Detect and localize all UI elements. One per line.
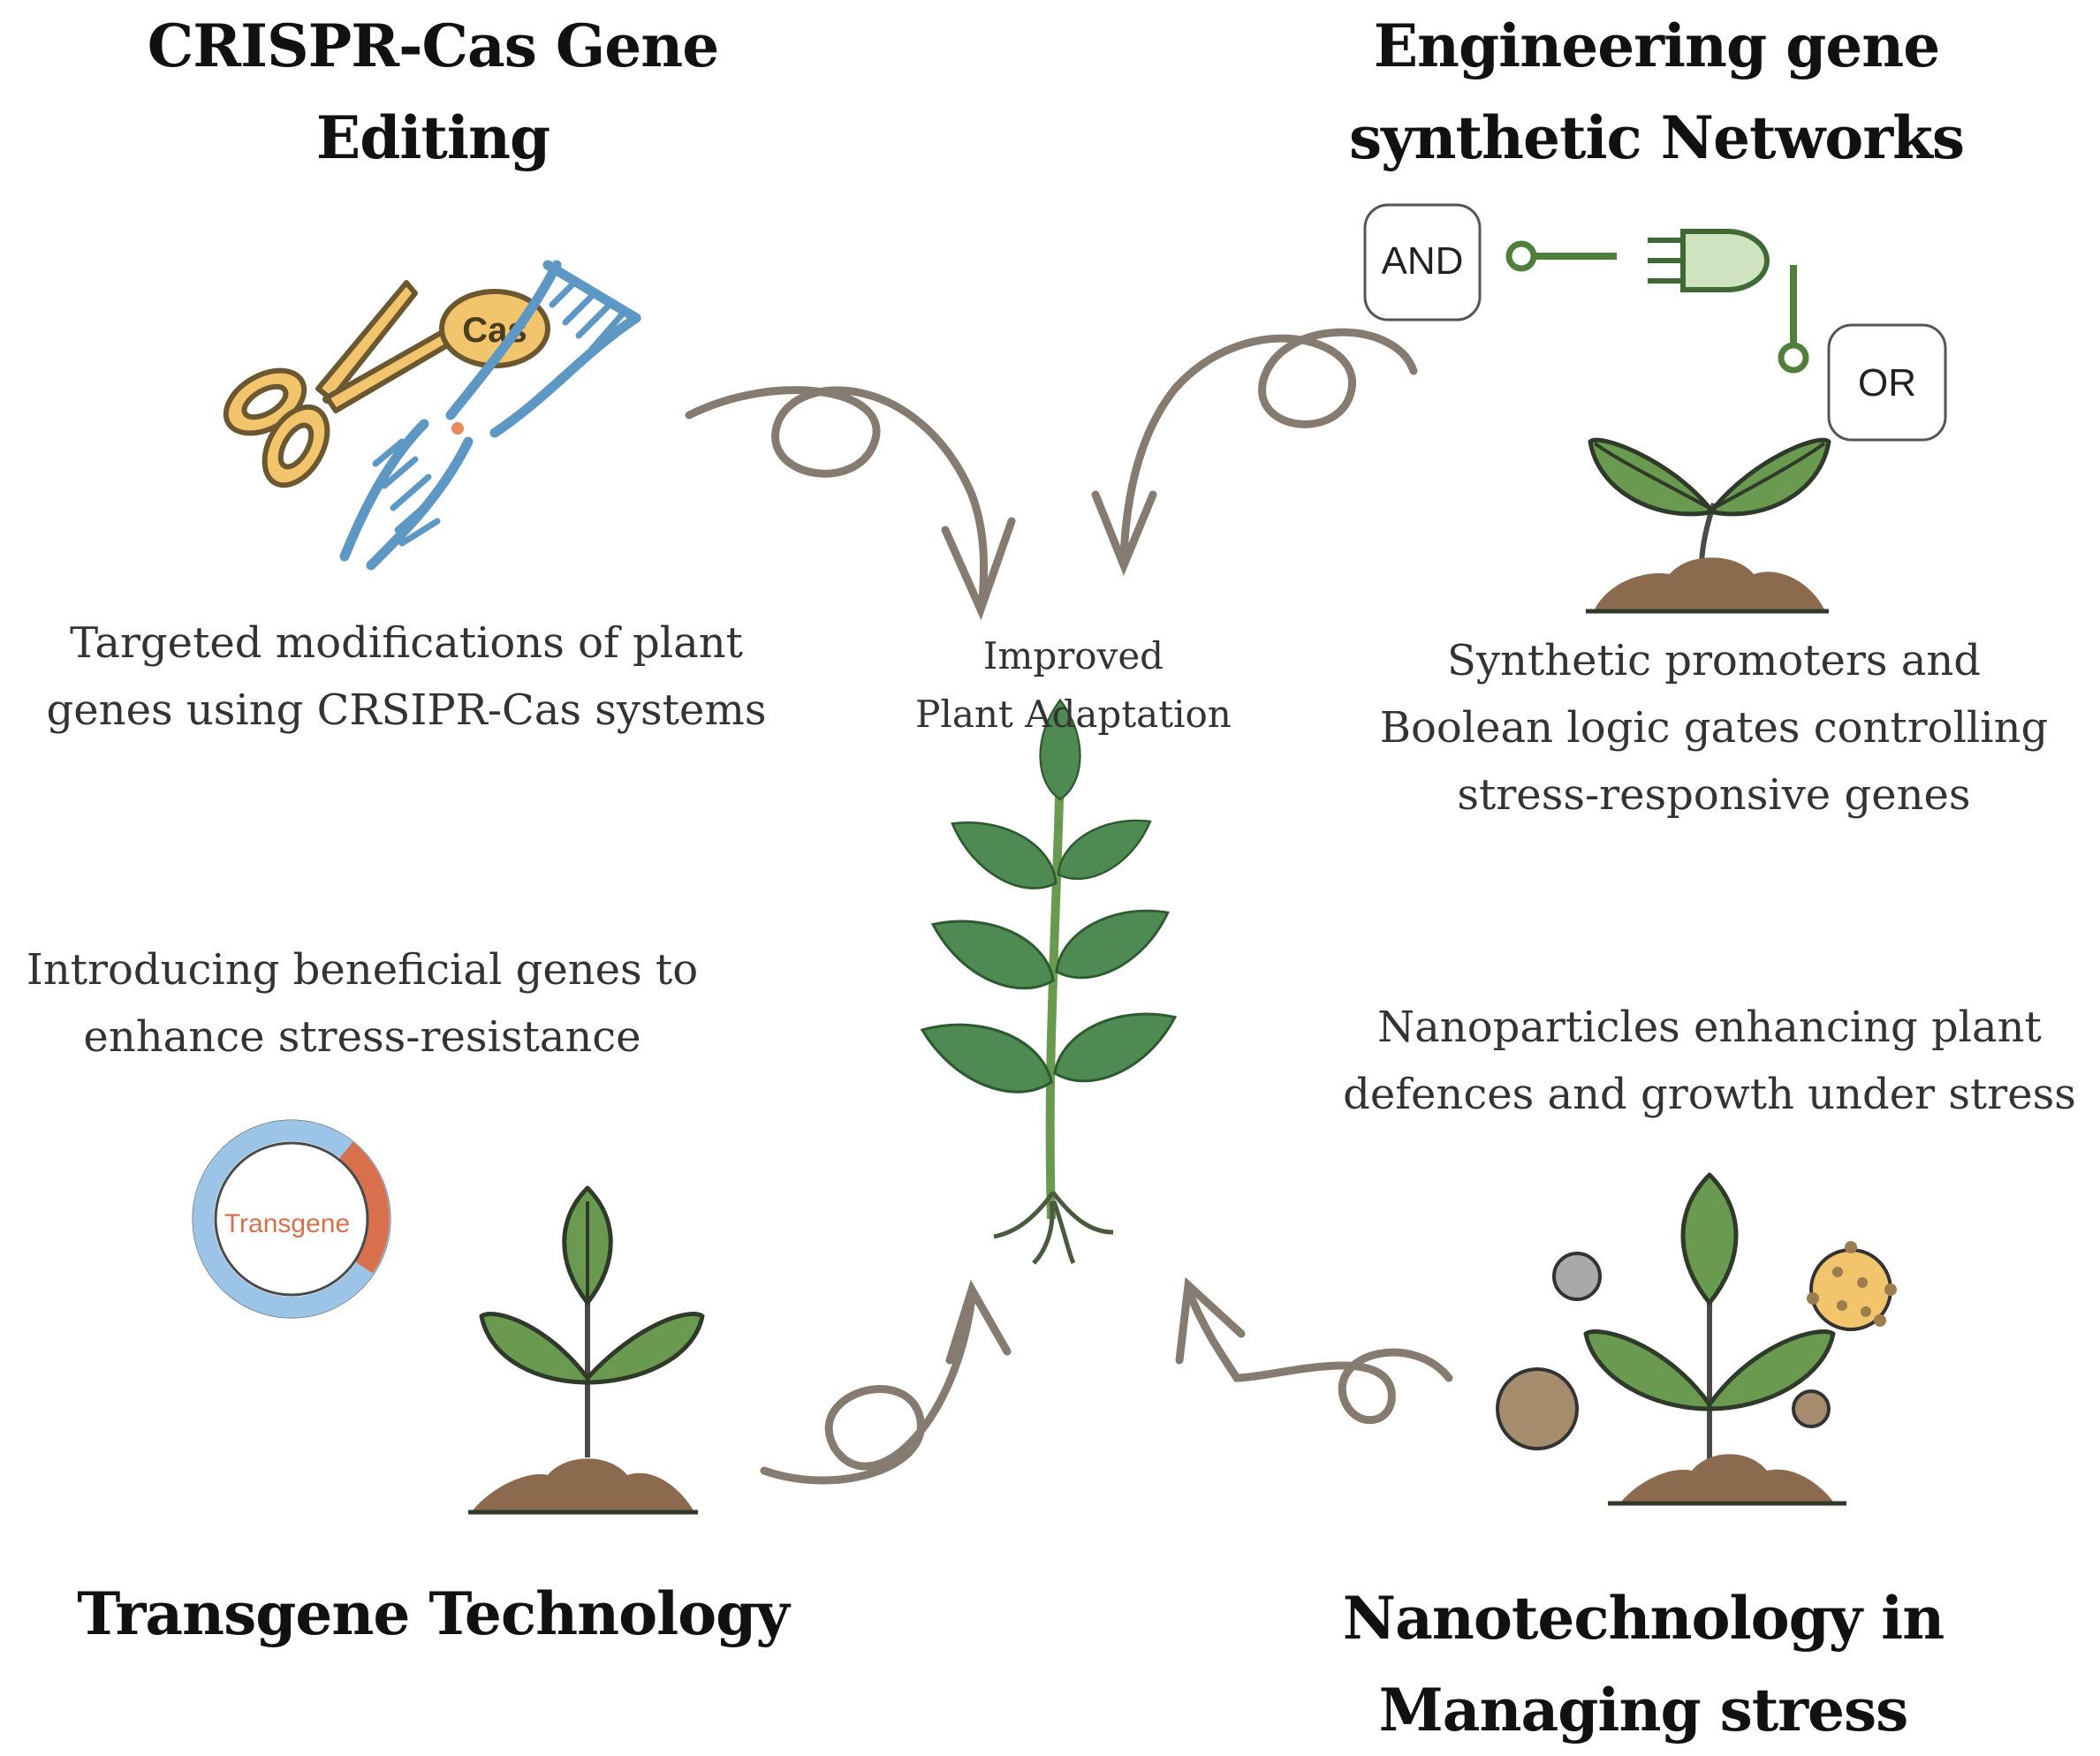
nanoparticle-icon — [1496, 1241, 1897, 1450]
arrow-icon-bottom-right — [1175, 1276, 1453, 1424]
scissors-icon — [223, 280, 466, 488]
or-gate-box — [1827, 323, 1947, 442]
dna-icon — [339, 260, 641, 571]
nanotechnology-title: Nanotechnology in Managing stress — [1342, 1584, 1945, 1745]
central-plant-icon — [910, 699, 1188, 1265]
improved-plant-adaptation-label: Improved Plant Adaptation — [915, 634, 1232, 736]
and-gate-label: AND — [1382, 239, 1464, 283]
plasmid-icon: Transgene — [192, 1119, 391, 1319]
synthetic-networks-title: Engineering gene synthetic Networks — [1349, 11, 1965, 172]
plant-icon-bottom-left — [468, 1185, 705, 1515]
crispr-description: Targeted modifications of plant genes us… — [46, 618, 767, 735]
synthetic-networks-description: Synthetic promoters and Boolean logic ga… — [1379, 636, 2049, 820]
logic-gate-icon: AND OR — [1363, 203, 1947, 442]
and-gate-box — [1363, 203, 1482, 322]
arrow-icon-top-left — [685, 386, 1016, 621]
plasmid-label: Transgene — [224, 1209, 350, 1238]
nanotechnology-description: Nanoparticles enhancing plant defences a… — [1343, 1003, 2076, 1119]
arrow-icon-top-right — [1091, 328, 1418, 576]
arrow-icon-bottom-left — [760, 1279, 1012, 1485]
transgene-title: Transgene Technology — [77, 1579, 789, 1648]
crispr-title: CRISPR-Cas Gene Editing — [147, 11, 720, 172]
plant-icon-top-right — [1586, 437, 1831, 614]
plant-icon-bottom-right — [1583, 1172, 1846, 1506]
transgene-description: Introducing beneficial genes to enhance … — [26, 945, 699, 1062]
or-gate-label: OR — [1858, 361, 1916, 405]
